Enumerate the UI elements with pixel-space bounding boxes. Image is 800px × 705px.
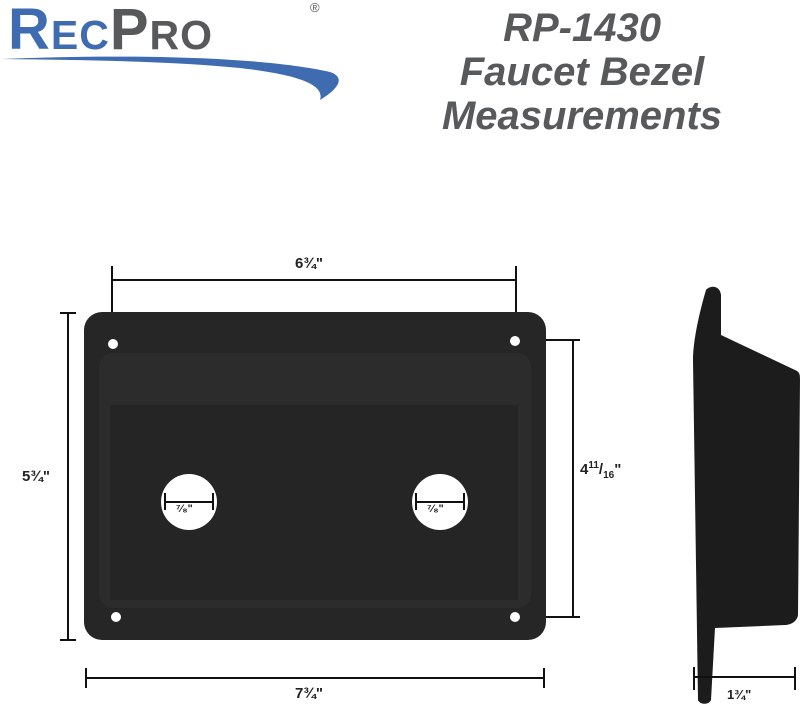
dim-whole: 4 (580, 461, 589, 478)
logo-text-rec: Rec (8, 0, 110, 62)
faucet-hole-right-label: ⁷⁄₈" (427, 503, 444, 515)
title-product: Faucet Bezel (459, 50, 705, 94)
logo-text-pro: Pro (109, 0, 214, 62)
logo-swoosh-icon (2, 56, 339, 100)
dimension-hole-spacing-height: 411/16" (580, 460, 622, 481)
dimension-hole-spacing-width: 6¾" (295, 255, 323, 272)
dimension-overall-height: 5¾" (22, 468, 50, 485)
faucet-hole-left-label: ⁷⁄₈" (176, 503, 193, 515)
brand-logo: RecPro (8, 0, 213, 60)
dimension-depth: 1¾" (727, 687, 752, 702)
title-model: RP-1430 (503, 6, 661, 50)
dim-den: 16 (603, 470, 615, 481)
bezel-front-diagram (60, 266, 800, 704)
dim-num: 11 (588, 460, 599, 471)
dimension-overall-width: 7¾" (295, 685, 323, 702)
registered-mark: ® (310, 0, 320, 15)
page-title: RP-1430 Faucet Bezel Measurements (402, 6, 762, 138)
title-subtitle: Measurements (441, 94, 723, 138)
